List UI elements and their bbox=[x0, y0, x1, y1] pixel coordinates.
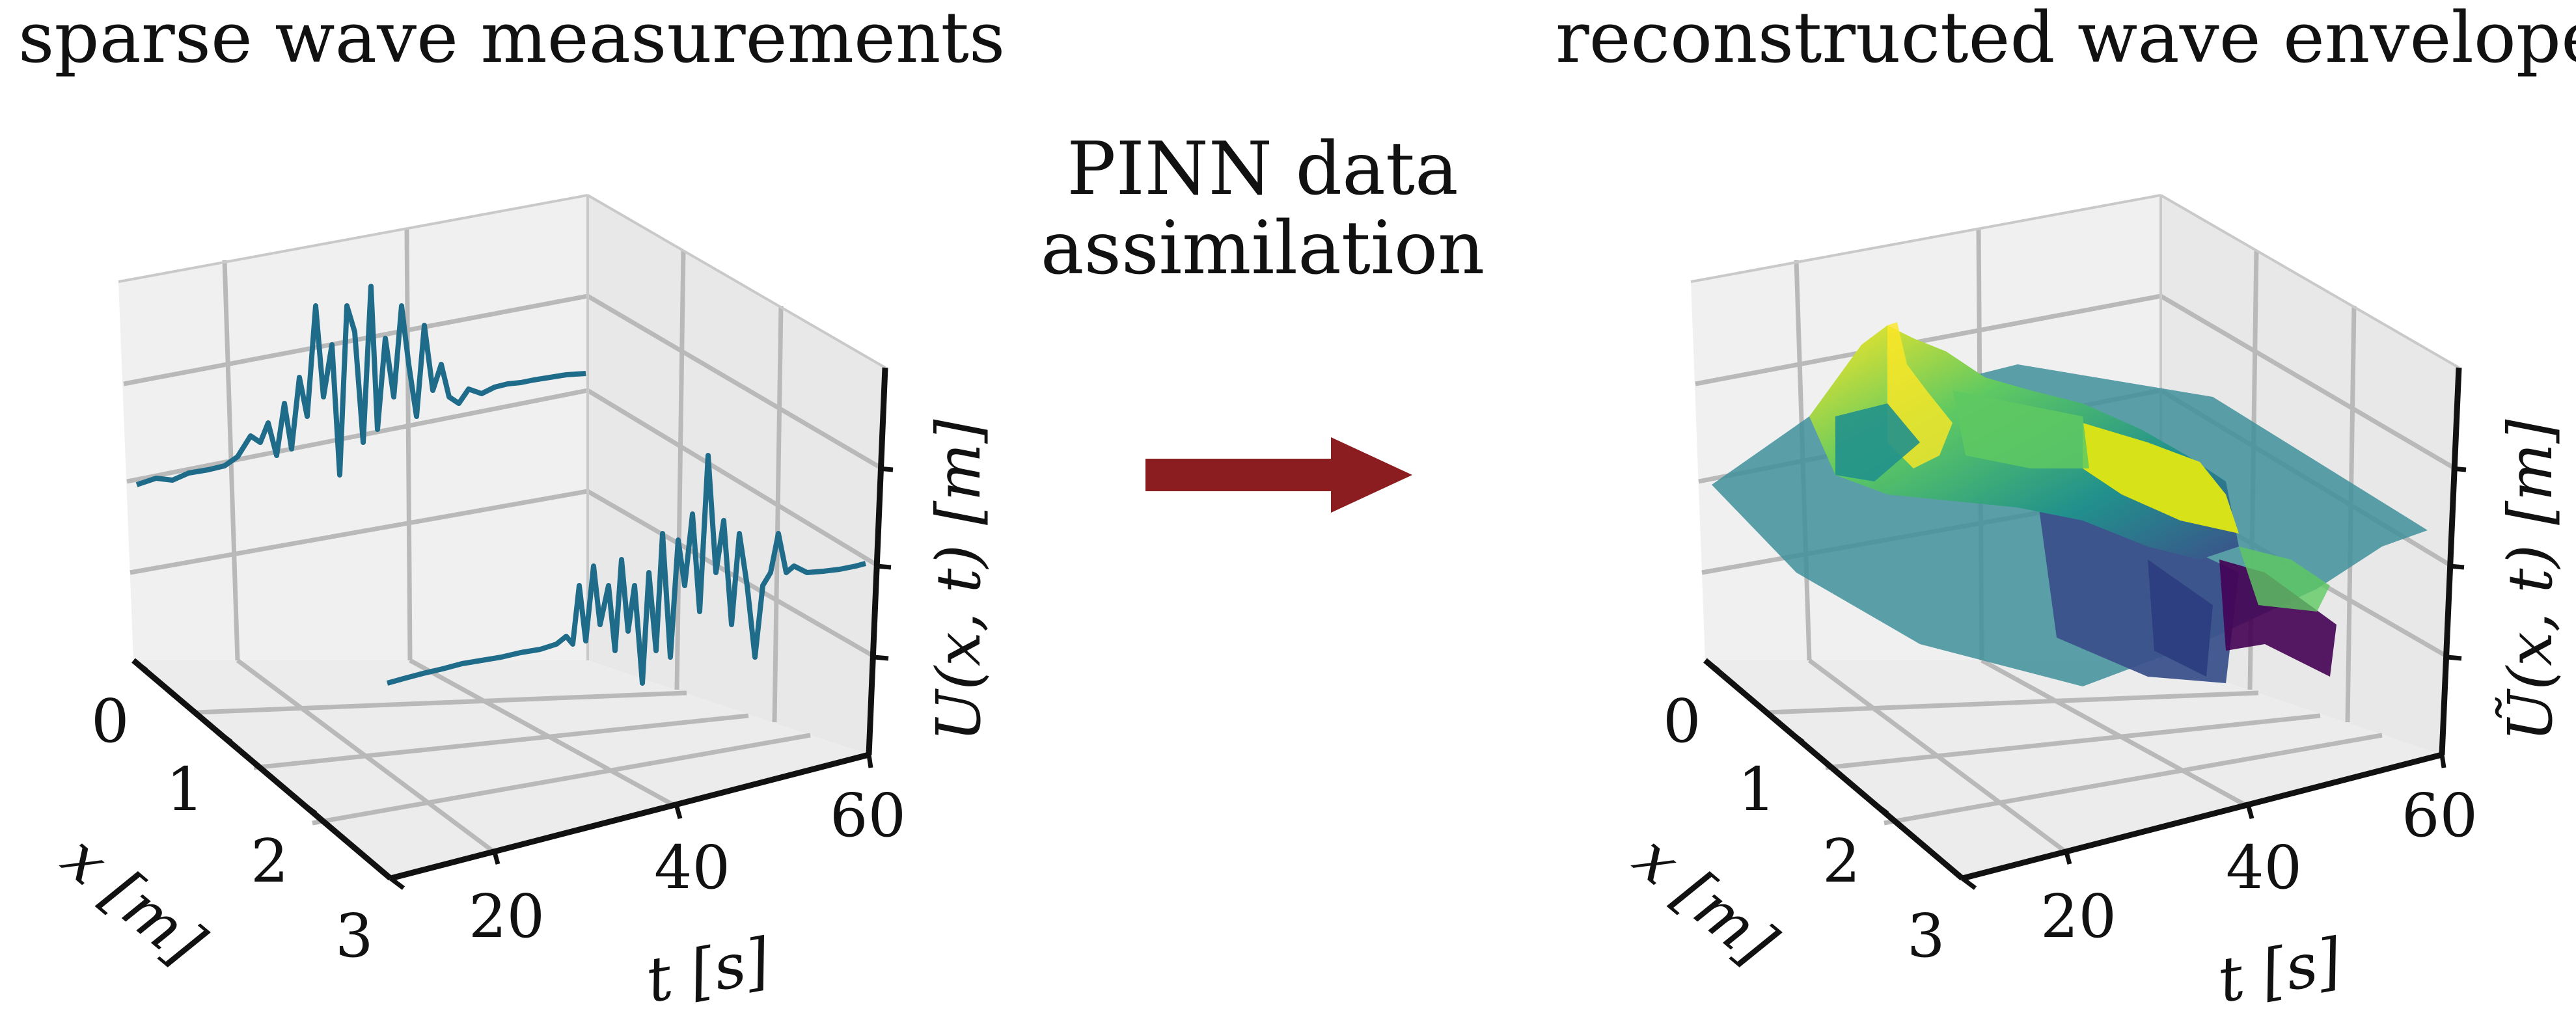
right-t-tick-60: 60 bbox=[2402, 781, 2478, 850]
left-x-tick-0: 0 bbox=[91, 686, 130, 756]
left-floor-pane bbox=[133, 660, 869, 878]
wave-trace-x2 bbox=[386, 453, 867, 686]
left-x-tick-1: 1 bbox=[166, 755, 204, 824]
left-t-tick-60: 60 bbox=[830, 781, 906, 850]
left-x-tick-3: 3 bbox=[335, 901, 374, 971]
right-x-tick-1: 1 bbox=[1738, 755, 1776, 824]
right-x-tick-2: 2 bbox=[1822, 826, 1861, 896]
left-u-axis-label: U(x, t) [m] bbox=[924, 419, 994, 742]
left-x-tick-2: 2 bbox=[251, 826, 289, 896]
left-t-tick-40: 40 bbox=[654, 833, 730, 902]
left-panel-title: sparse wave measurements bbox=[18, 0, 1006, 79]
right-t-tick-40: 40 bbox=[2226, 833, 2302, 902]
left-t-axis-label: t [s] bbox=[641, 925, 775, 1016]
reconstructed-surface bbox=[1712, 322, 2428, 686]
left-back-pane bbox=[118, 195, 588, 660]
right-panel-title: reconstructed wave envelope bbox=[1555, 0, 2576, 79]
left-3d-axes: 0 1 2 3 20 40 60 x [m] t [s] U(x, t) [m] bbox=[49, 194, 994, 1017]
center-label-line2: assimilation bbox=[1040, 206, 1485, 291]
right-t-axis-label: t [s] bbox=[2213, 925, 2347, 1016]
left-side-pane bbox=[588, 195, 885, 755]
right-u-axis-label: Ũ(x, t) [m] bbox=[2495, 419, 2566, 742]
right-x-tick-3: 3 bbox=[1907, 901, 1945, 971]
right-x-tick-0: 0 bbox=[1663, 686, 1701, 756]
right-3d-axes: 0 1 2 3 20 40 60 x [m] t [s] Ũ(x, t) [m] bbox=[1621, 194, 2566, 1017]
right-axis-lines bbox=[1703, 367, 2462, 882]
assimilation-arrow bbox=[1145, 437, 1412, 513]
left-t-tick-20: 20 bbox=[469, 882, 545, 951]
left-axis-lines bbox=[131, 367, 888, 882]
right-x-axis-label: x [m] bbox=[1621, 822, 1788, 979]
right-t-tick-20: 20 bbox=[2040, 882, 2117, 951]
center-label-line1: PINN data bbox=[1067, 127, 1459, 211]
right-floor-pane bbox=[1705, 660, 2442, 878]
wave-trace-x0 bbox=[135, 284, 586, 487]
left-x-axis-label: x [m] bbox=[49, 822, 217, 979]
